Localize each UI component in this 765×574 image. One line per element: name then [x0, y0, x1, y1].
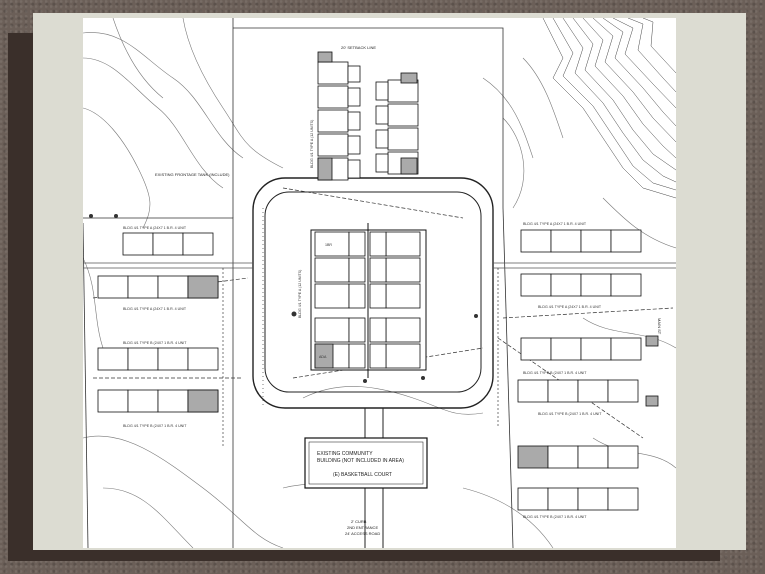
bottom-note-3: 24' ACCESS ROAD	[345, 531, 380, 536]
center-building	[310, 223, 427, 378]
community-building	[304, 437, 428, 489]
site-plan-svg: 20' SETBACK LINE EXISTING FRONTAGE TANK …	[83, 18, 676, 548]
survey-markers	[89, 214, 478, 383]
street-label: MAIN ST	[657, 318, 662, 335]
block-label-right-4: BLDG 4/1 TYPE B (24X7 1 B.R. 4 UNIT	[538, 412, 602, 416]
ada-unit	[314, 343, 334, 369]
community-building-line3: (E) BASKETBALL COURT	[333, 472, 392, 478]
top-note: 20' SETBACK LINE	[341, 45, 376, 50]
ring-road-inner	[264, 191, 482, 393]
site-plan-drawing: 20' SETBACK LINE EXISTING FRONTAGE TANK …	[83, 18, 676, 548]
block-label-right-3: BLDG 4/1 TYPE B (24X7 1 B.R. 4 UNIT	[523, 371, 587, 375]
block-label-top: BLDG 4/1 TYPE A (12 UNITS)	[310, 120, 314, 168]
block-label-right-2: BLDG 4/1 TYPE A (24X7 1 B.R. 4 UNIT	[538, 305, 602, 309]
bottom-note-2: 2ND ENTRANCE	[347, 525, 378, 530]
left-buildings	[97, 232, 219, 413]
ada-code: ADA	[319, 355, 327, 359]
topography-contours	[83, 18, 676, 548]
block-label-right-1: BLDG 4/1 TYPE A (24X7 1 B.R. 4 UNIT	[523, 222, 587, 226]
steep-slope-contours	[542, 18, 676, 199]
community-building-line2: BUILDING (NOT INCLUDED IN AREA)	[317, 458, 404, 464]
property-lines	[83, 18, 514, 548]
right-buildings	[517, 229, 659, 511]
unit-code: 1BR	[325, 243, 332, 247]
block-label-left-2: BLDG 4/1 TYPE A (24X7 1 B.R. 4 UNIT	[123, 307, 187, 311]
top-building	[317, 51, 419, 181]
block-label-center: BLDG 4/1 TYPE A (12 UNITS)	[298, 270, 302, 318]
community-building-line1: EXISTING COMMUNITY	[317, 451, 373, 457]
fence-lines	[222, 208, 499, 448]
bottom-note-1: 2' CURB	[351, 519, 367, 524]
block-label-right-5: BLDG 4/1 TYPE B (24X7 1 B.R. 4 UNIT	[523, 515, 587, 519]
cross-road	[83, 262, 676, 269]
block-label-left-4: BLDG 4/1 TYPE B (24X7 1 B.R. 4 UNIT	[123, 424, 187, 428]
ring-road-outer	[252, 177, 494, 409]
block-label-left-3: BLDG 4/1 TYPE B (24X7 1 B.R. 4 UNIT	[123, 341, 187, 345]
left-note: EXISTING FRONTAGE TANK (INCLUDE)	[155, 172, 230, 177]
block-label-left-1: BLDG 4/1 TYPE A (24X7 1 B.R. 4 UNIT	[123, 226, 187, 230]
